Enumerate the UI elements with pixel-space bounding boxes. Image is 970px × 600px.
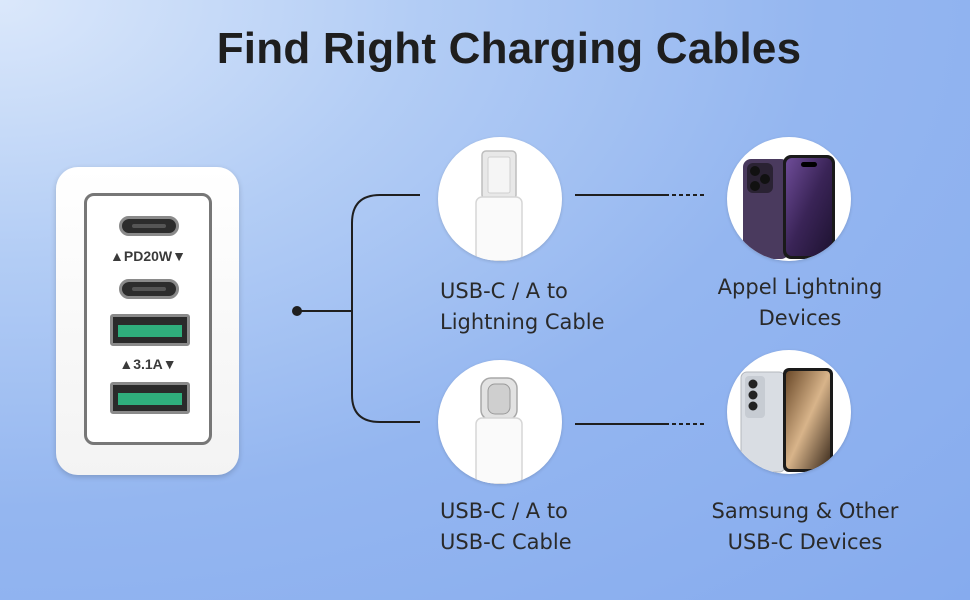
samsung-phone-icon bbox=[727, 350, 851, 474]
device-label-line1: Samsung & Other bbox=[711, 499, 899, 523]
device-label-samsung: Samsung & Other USB-C Devices bbox=[695, 496, 915, 558]
usb-c-connector-icon bbox=[438, 360, 562, 484]
cable-label-usbc: USB-C / A to USB-C Cable bbox=[440, 496, 572, 558]
cable-label-line2: USB-C Cable bbox=[440, 530, 572, 554]
port-panel: ▲PD20W▼ ▲3.1A▼ bbox=[84, 193, 212, 445]
device-label-line1: Appel Lightning bbox=[717, 275, 883, 299]
page-title: Find Right Charging Cables bbox=[216, 24, 802, 73]
iphone-icon bbox=[727, 137, 851, 261]
cable-label-line2: Lightning Cable bbox=[440, 310, 605, 334]
usb-c-port-1 bbox=[119, 216, 179, 236]
usb-c-port-2 bbox=[119, 279, 179, 299]
amp-label: ▲3.1A▼ bbox=[119, 356, 177, 372]
wall-charger: ▲PD20W▼ ▲3.1A▼ bbox=[56, 167, 239, 475]
lightning-connector-icon bbox=[438, 137, 562, 261]
device-label-apple: Appel Lightning Devices bbox=[695, 272, 905, 334]
device-label-line2: USB-C Devices bbox=[727, 530, 883, 554]
usb-a-port-2 bbox=[110, 382, 190, 414]
device-label-line2: Devices bbox=[758, 306, 842, 330]
cable-label-line1: USB-C / A to bbox=[440, 499, 568, 523]
branch-bracket bbox=[351, 194, 420, 423]
usb-a-port-1 bbox=[110, 314, 190, 346]
cable-label-line1: USB-C / A to bbox=[440, 279, 568, 303]
cable-label-lightning: USB-C / A to Lightning Cable bbox=[440, 276, 604, 338]
pd-label: ▲PD20W▼ bbox=[110, 248, 186, 264]
